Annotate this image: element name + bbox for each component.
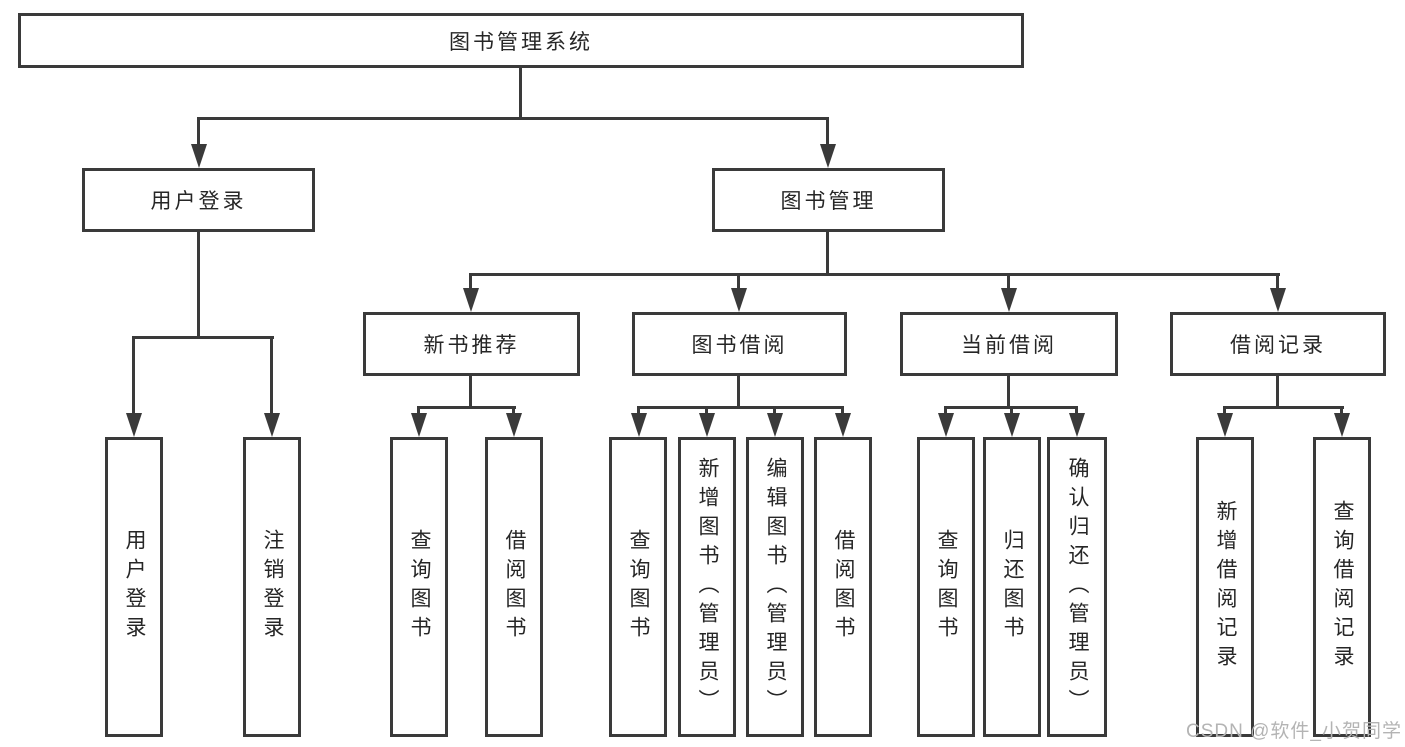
node-borrow-books: 借阅图书 xyxy=(814,437,872,737)
node-borrow-books-recommend: 借阅图书 xyxy=(485,437,543,737)
connector-line xyxy=(1075,406,1078,416)
node-query-books-current: 查询图书 xyxy=(917,437,975,737)
connector-line xyxy=(519,68,522,118)
arrow-down-icon xyxy=(1004,413,1020,437)
connector-line xyxy=(1223,406,1226,416)
connector-line xyxy=(826,117,829,147)
arrow-down-icon xyxy=(699,413,715,437)
node-add-books-admin: 新增图书（管理员） xyxy=(678,437,736,737)
node-query-books-borrowing: 查询图书 xyxy=(609,437,667,737)
node-borrowing-records: 借阅记录 xyxy=(1170,312,1386,376)
arrow-down-icon xyxy=(1334,413,1350,437)
arrow-down-icon xyxy=(191,144,207,168)
connector-line xyxy=(512,406,515,416)
node-return-books: 归还图书 xyxy=(983,437,1041,737)
arrow-down-icon xyxy=(820,144,836,168)
node-query-books-recommend: 查询图书 xyxy=(390,437,448,737)
connector-line xyxy=(270,336,273,418)
arrow-down-icon xyxy=(731,288,747,312)
node-query-borrow-record: 查询借阅记录 xyxy=(1313,437,1371,737)
connector-line xyxy=(417,406,420,416)
arrow-down-icon xyxy=(506,413,522,437)
arrow-down-icon xyxy=(1217,413,1233,437)
arrow-down-icon xyxy=(1001,288,1017,312)
node-user-login-leaf: 用户登录 xyxy=(105,437,163,737)
arrow-down-icon xyxy=(264,413,280,437)
connector-line xyxy=(469,376,472,409)
connector-line xyxy=(132,336,135,418)
connector-line xyxy=(705,406,708,416)
connector-line xyxy=(638,406,844,409)
connector-line xyxy=(737,273,740,293)
node-book-borrowing: 图书借阅 xyxy=(632,312,847,376)
connector-line xyxy=(773,406,776,416)
node-user-login: 用户登录 xyxy=(82,168,315,232)
node-edit-books-admin: 编辑图书（管理员） xyxy=(746,437,804,737)
connector-line xyxy=(826,232,829,276)
node-add-borrow-record: 新增借阅记录 xyxy=(1196,437,1254,737)
connector-line xyxy=(197,117,200,147)
arrow-down-icon xyxy=(1069,413,1085,437)
connector-line xyxy=(737,376,740,409)
connector-line xyxy=(469,273,472,293)
connector-line xyxy=(944,406,947,416)
connector-line xyxy=(198,117,829,120)
node-logout: 注销登录 xyxy=(243,437,301,737)
connector-line xyxy=(470,273,1280,276)
arrow-down-icon xyxy=(938,413,954,437)
arrow-down-icon xyxy=(1270,288,1286,312)
node-current-borrowing: 当前借阅 xyxy=(900,312,1118,376)
arrow-down-icon xyxy=(835,413,851,437)
arrow-down-icon xyxy=(767,413,783,437)
connector-line xyxy=(133,336,274,339)
arrow-down-icon xyxy=(411,413,427,437)
connector-line xyxy=(1340,406,1343,416)
connector-line xyxy=(1010,406,1013,416)
node-new-book-recommendation: 新书推荐 xyxy=(363,312,580,376)
connector-line xyxy=(418,406,516,409)
connector-line xyxy=(1224,406,1344,409)
node-confirm-return-admin: 确认归还（管理员） xyxy=(1047,437,1107,737)
connector-line xyxy=(197,232,200,339)
arrow-down-icon xyxy=(463,288,479,312)
connector-line xyxy=(637,406,640,416)
node-library-management-system: 图书管理系统 xyxy=(18,13,1024,68)
connector-line xyxy=(841,406,844,416)
connector-line xyxy=(1276,273,1279,293)
arrow-down-icon xyxy=(126,413,142,437)
connector-line xyxy=(1276,376,1279,409)
node-book-management: 图书管理 xyxy=(712,168,945,232)
arrow-down-icon xyxy=(631,413,647,437)
watermark: CSDN @软件_小贺同学 xyxy=(1186,721,1402,742)
connector-line xyxy=(1007,273,1010,293)
connector-line xyxy=(1007,376,1010,409)
